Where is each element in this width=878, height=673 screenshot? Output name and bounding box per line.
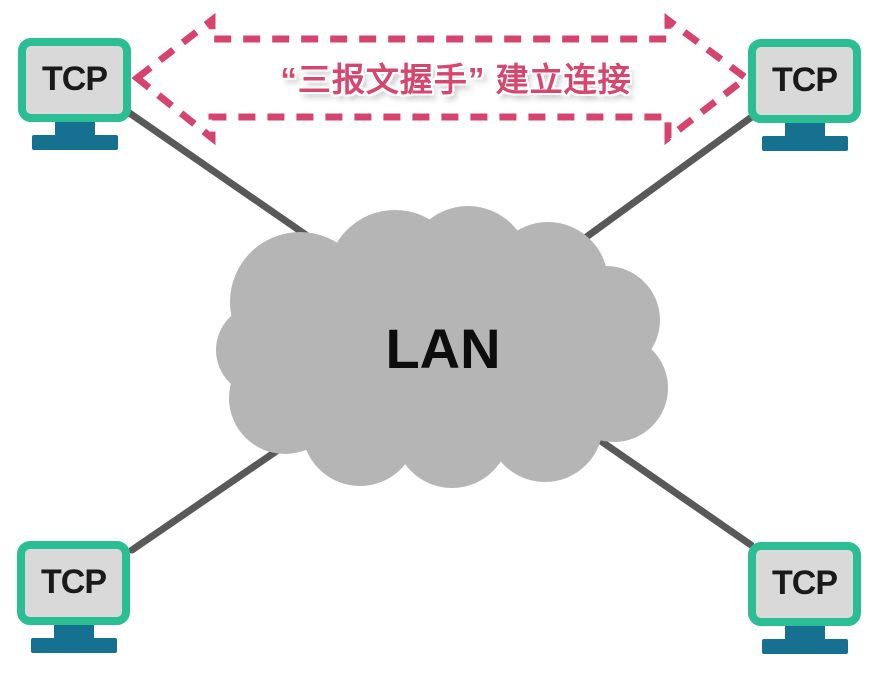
computer-node-top-left: TCP <box>18 38 131 150</box>
lan-cloud-shape <box>216 206 668 488</box>
computer-node-bottom-left: TCP <box>17 541 130 653</box>
computer-node-bottom-right: TCP <box>748 542 861 654</box>
computer-node-top-right: TCP <box>748 39 861 151</box>
monitor-stand-base <box>30 638 117 653</box>
lan-cloud-label: LAN <box>385 317 501 380</box>
link-bottom-left <box>128 431 304 554</box>
computer-monitor-icon: TCP <box>748 39 861 123</box>
monitor-stand-base <box>761 136 848 151</box>
network-links <box>124 108 757 554</box>
link-top-left <box>124 108 339 259</box>
monitor-stand-neck <box>54 122 95 135</box>
handshake-annotation: “三报文握手” 建立连接 <box>280 61 632 98</box>
node-label: TCP <box>41 562 107 601</box>
node-label: TCP <box>772 60 838 99</box>
node-label: TCP <box>772 563 838 602</box>
monitor-stand-base <box>761 639 848 654</box>
node-label: TCP <box>42 59 108 98</box>
monitor-stand-neck <box>784 123 825 136</box>
computer-monitor-icon: TCP <box>748 542 861 626</box>
computer-monitor-icon: TCP <box>18 38 131 122</box>
link-bottom-right <box>578 424 755 549</box>
monitor-stand-neck <box>53 625 94 638</box>
computer-monitor-icon: TCP <box>17 541 130 625</box>
link-top-right <box>581 112 757 242</box>
monitor-stand-neck <box>784 626 825 639</box>
monitor-stand-base <box>31 135 118 150</box>
